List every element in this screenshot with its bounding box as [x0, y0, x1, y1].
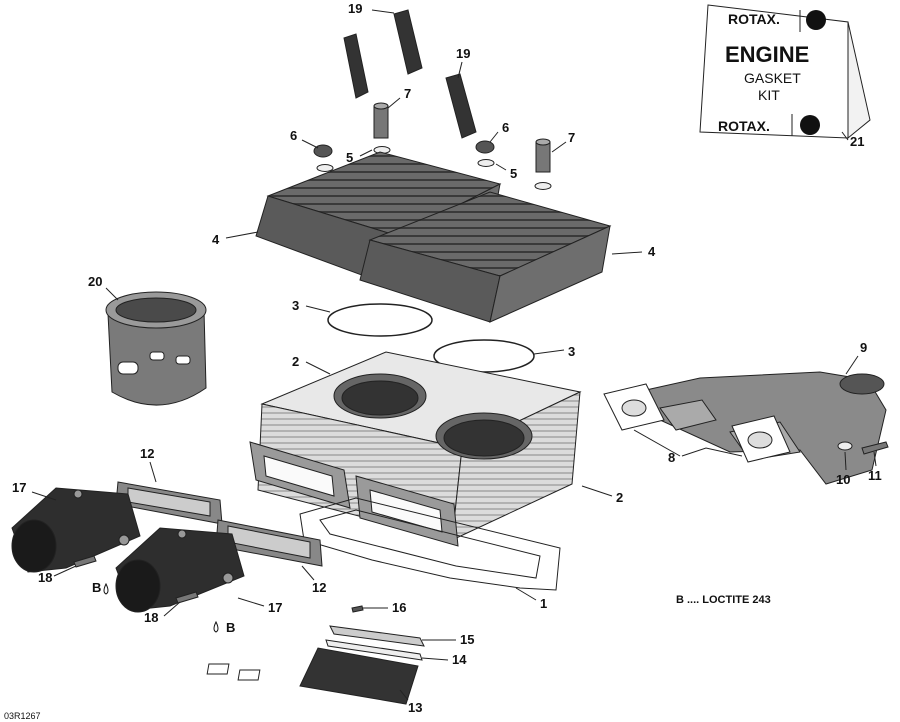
callout-7: 7 [568, 130, 575, 145]
callout-3: 3 [568, 344, 575, 359]
callout-12: 12 [140, 446, 154, 461]
part-2-cylinder-block [249, 351, 582, 547]
part-15-reed-stop [329, 625, 425, 647]
callout-17: 17 [12, 480, 26, 495]
svg-text:ROTAX.: ROTAX. [728, 11, 780, 27]
callout-5: 5 [510, 166, 517, 181]
callout-6: 6 [502, 120, 509, 135]
callout-6: 6 [290, 128, 297, 143]
loctite-marker: B [226, 620, 235, 635]
part-6-right [475, 140, 495, 154]
loctite-marker: B [92, 580, 101, 595]
callout-1: 1 [540, 596, 547, 611]
rotax-logo-top: ROTAX. [728, 10, 826, 32]
callout-7: 7 [404, 86, 411, 101]
part-1-base-gasket [299, 497, 561, 591]
callout-21: 21 [850, 134, 864, 149]
drawing-code: 03R1267 [4, 711, 41, 721]
part-14-reed-petal [325, 639, 423, 661]
kit-line-kit: KIT [758, 87, 780, 103]
callout-8: 8 [668, 450, 675, 465]
callout-16: 16 [392, 600, 406, 615]
part-20-cylinder-sleeve [105, 291, 207, 406]
part-11-bolt [861, 441, 889, 455]
callout-2: 2 [616, 490, 623, 505]
part-18-screw-upper [73, 555, 109, 595]
part-19-left [343, 9, 477, 139]
loctite-drop-icon [103, 582, 109, 595]
loctite-drop-icon [213, 620, 219, 633]
part-7-right [535, 138, 551, 173]
brp-badge-icon [806, 10, 826, 30]
kit-line-gasket: GASKET [744, 70, 801, 86]
gasket-kit-box: ROTAX. ENGINE GASKET KIT ROTAX. [699, 4, 871, 140]
callout-20: 20 [88, 274, 102, 289]
callout-11: 11 [868, 468, 882, 483]
callout-17: 17 [268, 600, 282, 615]
part-16-screw [351, 605, 364, 613]
part-10-washer [837, 441, 853, 451]
kit-title: ENGINE [725, 42, 809, 67]
part-4-cylinder-head-right [359, 191, 612, 323]
callout-12: 12 [312, 580, 326, 595]
callout-18: 18 [144, 610, 158, 625]
callout-3: 3 [292, 298, 299, 313]
callout-13: 13 [408, 700, 422, 715]
part-18-screw-lower [175, 591, 219, 633]
part-3-o-ring-left [327, 303, 433, 337]
callout-4: 4 [212, 232, 220, 247]
part-5-washers [316, 146, 552, 190]
svg-text:ROTAX.: ROTAX. [718, 118, 770, 134]
part-17-intake-manifold-lower [115, 527, 245, 613]
callout-9: 9 [860, 340, 867, 355]
leader-lines [31, 9, 877, 701]
part-8-exhaust-gaskets [603, 383, 791, 463]
callout-5: 5 [346, 150, 353, 165]
callout-labels: 19 19 7 7 6 6 5 5 4 4 3 3 2 2 9 8 10 11 … [12, 1, 882, 715]
callout-14: 14 [452, 652, 467, 667]
rotax-logo-bottom: ROTAX. [718, 114, 820, 136]
callout-18: 18 [38, 570, 52, 585]
callout-15: 15 [460, 632, 474, 647]
callout-19: 19 [456, 46, 470, 61]
part-6-left [313, 144, 333, 158]
part-13-reed-cage [206, 647, 419, 705]
callout-2: 2 [292, 354, 299, 369]
callout-19: 19 [348, 1, 362, 16]
brp-badge-icon [800, 115, 820, 135]
loctite-note: B .... LOCTITE 243 [676, 594, 771, 606]
part-17-intake-manifold-upper [11, 487, 141, 573]
callout-4: 4 [648, 244, 656, 259]
part-7-left [373, 102, 389, 139]
callout-10: 10 [836, 472, 850, 487]
